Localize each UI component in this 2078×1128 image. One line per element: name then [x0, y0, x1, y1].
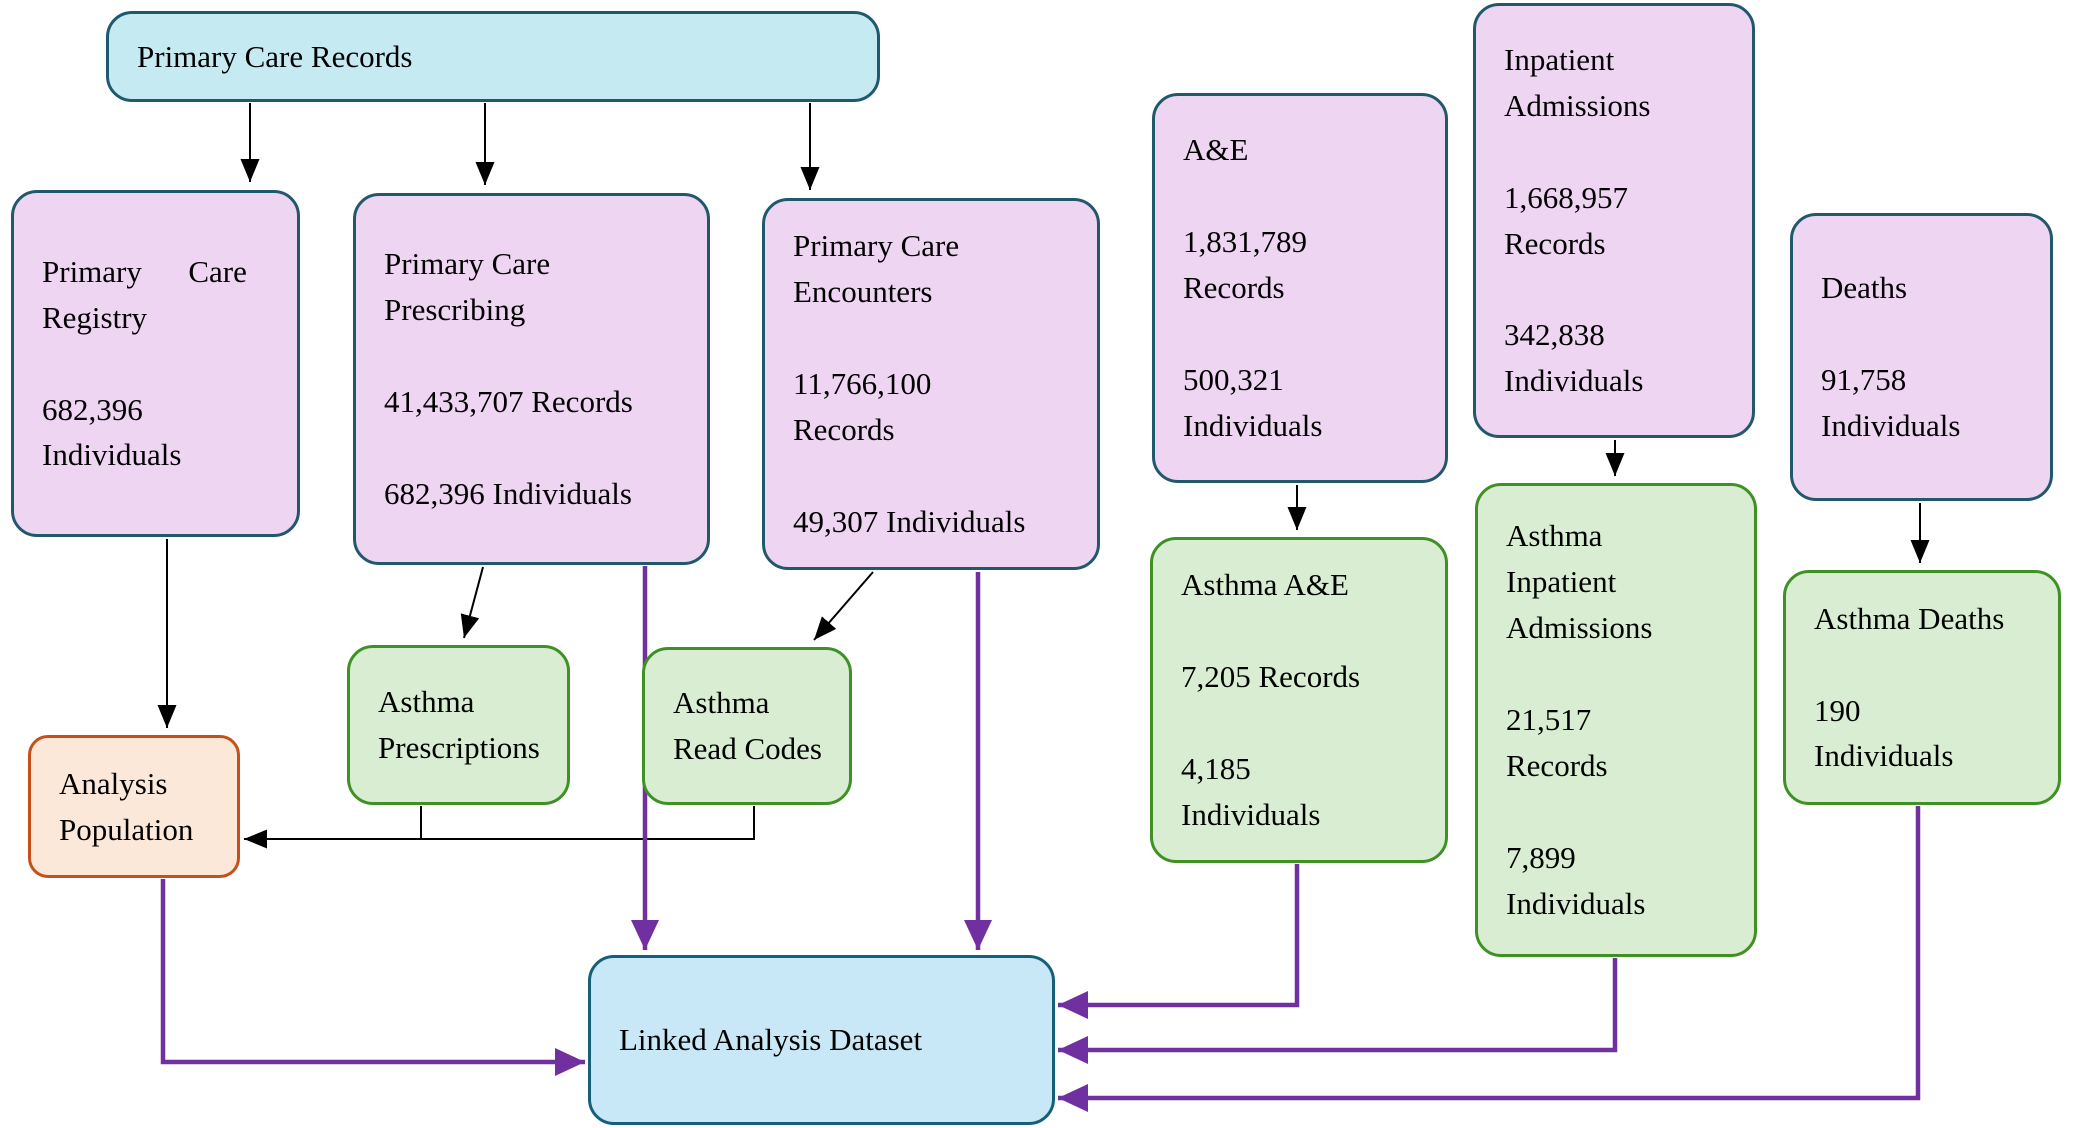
node-title: Asthma Read Codes [673, 685, 822, 766]
node-title: Primary Care Records [137, 38, 413, 74]
node-individuals: 190 Individuals [1814, 692, 1954, 774]
node-title: Primary Care Registry [42, 253, 247, 335]
node-records: 21,517 Records [1506, 702, 1608, 783]
node-title: A&E [1183, 132, 1249, 168]
node-primary-care-registry: Primary Care Registry 682,396 Individual… [11, 190, 300, 537]
node-asthma-read-codes: Asthma Read Codes [642, 647, 852, 805]
node-records: 7,205 Records [1181, 659, 1361, 695]
node-title: Linked Analysis Dataset [619, 1022, 923, 1058]
node-title: Asthma Deaths [1814, 600, 2005, 636]
node-title: Asthma Inpatient Admissions [1506, 518, 1653, 646]
node-asthma-prescriptions: Asthma Prescriptions [347, 645, 570, 805]
node-individuals: 342,838 Individuals [1504, 317, 1644, 399]
node-title: Asthma Prescriptions [378, 684, 540, 765]
node-inpatient-admissions: Inpatient Admissions 1,668,957 Records 3… [1473, 3, 1755, 438]
node-records: 11,766,100 Records [793, 366, 932, 447]
node-records: 1,831,789 Records [1183, 224, 1307, 306]
node-records: 1,668,957 Records [1504, 179, 1628, 261]
edge-asthma-codes-to-analysis-population [244, 806, 755, 849]
edge-asthma-inpatient-to-dataset [1058, 958, 1618, 1064]
node-primary-care-records: Primary Care Records [106, 11, 880, 102]
node-individuals: 4,185 Individuals [1181, 751, 1321, 832]
node-individuals: 500,321 Individuals [1183, 361, 1323, 443]
node-individuals: 7,899 Individuals [1506, 839, 1646, 921]
node-linked-analysis-dataset: Linked Analysis Dataset [588, 955, 1055, 1125]
node-title: Deaths [1821, 270, 1908, 306]
node-individuals: 682,396 Individuals [42, 391, 182, 473]
node-asthma-deaths: Asthma Deaths 190 Individuals [1783, 570, 2061, 805]
node-analysis-population: Analysis Population [28, 735, 240, 878]
edge-encounters-to-asthma-read-codes [813, 571, 874, 641]
node-primary-care-prescribing: Primary Care Prescribing 41,433,707 Reco… [353, 193, 710, 565]
node-individuals: 91,758 Individuals [1821, 362, 1961, 443]
node-ae: A&E 1,831,789 Records 500,321 Individual… [1152, 93, 1448, 483]
node-title: Primary Care Prescribing [384, 246, 551, 328]
edge-asthma-ae-to-dataset [1058, 864, 1300, 1019]
node-title: Primary Care Encounters [793, 228, 960, 310]
node-asthma-inpatient-admissions: Asthma Inpatient Admissions 21,517 Recor… [1475, 483, 1757, 957]
edge-analysis-population-to-dataset [160, 879, 585, 1076]
node-primary-care-encounters: Primary Care Encounters 11,766,100 Recor… [762, 198, 1100, 570]
node-title: Asthma A&E [1181, 567, 1349, 603]
node-asthma-ae: Asthma A&E 7,205 Records 4,185 Individua… [1150, 537, 1448, 863]
edge-prescribing-to-asthma-prescriptions [460, 566, 484, 639]
node-individuals: 49,307 Individuals [793, 503, 1026, 539]
node-individuals: 682,396 Individuals [384, 475, 632, 511]
node-title: Analysis Population [59, 765, 194, 847]
node-deaths: Deaths 91,758 Individuals [1790, 213, 2053, 501]
node-title: Inpatient Admissions [1504, 41, 1651, 123]
node-records: 41,433,707 Records [384, 384, 633, 419]
